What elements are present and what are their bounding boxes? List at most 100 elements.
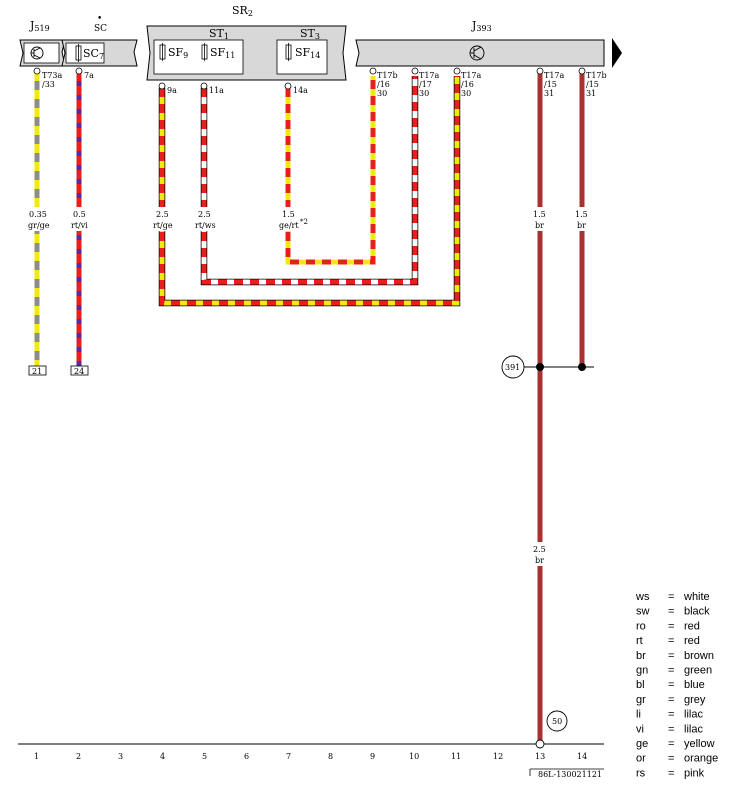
legend-abbr: rs xyxy=(636,767,646,779)
wire-label-color: br xyxy=(535,221,544,230)
component-j393: J393 xyxy=(355,19,622,68)
wire-label-size: 1.5 xyxy=(575,210,588,219)
fuse-icon xyxy=(75,44,82,62)
wire-label-color: ge/rt xyxy=(279,221,299,230)
track-number: 5 xyxy=(202,752,207,761)
component-sr2: SR2 ST1 SF9 SF11 ST3 SF14 xyxy=(146,4,347,81)
wire-note: *2 xyxy=(300,218,308,226)
st1-box xyxy=(153,39,244,75)
j519-label: J519 xyxy=(29,19,50,33)
legend-abbr: gr xyxy=(636,694,646,706)
sr2-label: SR2 xyxy=(232,4,253,18)
legend-abbr: or xyxy=(636,753,646,765)
st3-label: ST3 xyxy=(300,27,320,41)
transistor-icon xyxy=(469,45,485,61)
component-j519: J519 xyxy=(19,19,66,67)
ground-50: 50 xyxy=(546,710,568,732)
legend-name: red xyxy=(684,635,700,647)
fuse-icon xyxy=(285,43,292,61)
sc7-inner xyxy=(65,42,105,64)
component-sc: • SC SC7 xyxy=(61,14,138,67)
sf11-label: SF11 xyxy=(210,46,235,60)
track-numbers: 1 2 3 4 5 6 7 8 9 10 11 12 13 14 xyxy=(34,752,587,761)
ref-24-label: 24 xyxy=(74,367,84,376)
j393-label: J393 xyxy=(471,19,492,33)
node-391: 391 xyxy=(501,355,525,379)
pin-sc7: 7a xyxy=(84,71,94,80)
legend-name: lilac xyxy=(684,709,703,721)
legend-abbr: gn xyxy=(636,665,648,677)
track-number: 14 xyxy=(577,752,587,761)
legend-abbr: li xyxy=(636,709,641,721)
wire-label-color: rt/ge xyxy=(153,221,173,230)
track-number: 11 xyxy=(451,752,461,761)
ref-21-label: 21 xyxy=(32,367,42,376)
legend-abbr: vi xyxy=(636,723,644,735)
track-number: 10 xyxy=(409,752,419,761)
legend-name: grey xyxy=(684,694,706,706)
sf9-label: SF9 xyxy=(168,46,188,60)
pin-j519: T73a/33 xyxy=(42,71,63,89)
track-number: 12 xyxy=(493,752,503,761)
legend-eq: = xyxy=(668,620,674,632)
legend-name: green xyxy=(684,665,712,677)
transistor-icon xyxy=(30,46,44,60)
track-number: 6 xyxy=(244,752,249,761)
wire-label-size: 1.5 xyxy=(282,210,295,219)
fuse-icon xyxy=(201,43,208,61)
legend-name: black xyxy=(684,606,710,618)
legend-abbr: rt xyxy=(636,635,643,647)
legend-name: pink xyxy=(684,767,705,779)
track-number: 8 xyxy=(328,752,333,761)
legend-abbr: sw xyxy=(636,606,650,618)
wire-label-size: 2.5 xyxy=(533,545,546,554)
wire-label-color: br xyxy=(577,221,586,230)
legend-eq: = xyxy=(668,665,674,677)
sc-mark: • xyxy=(97,14,102,24)
j393-box xyxy=(355,39,605,67)
wire-rt-ge-loop xyxy=(158,76,461,307)
legend-abbr: bl xyxy=(636,679,645,691)
legend-name: yellow xyxy=(684,738,715,750)
pin-sf11: 11a xyxy=(209,86,224,95)
track-number: 2 xyxy=(76,752,81,761)
ground-50-label: 50 xyxy=(552,717,562,726)
wire-label-color: rt/ws xyxy=(195,221,216,230)
wire-label-color: gr/ge xyxy=(28,221,50,230)
track-number: 3 xyxy=(118,752,123,761)
legend-eq: = xyxy=(668,635,674,647)
wire-labels: 0.35 gr/ge 0.5 rt/vi 2.5 rt/ge 2.5 rt/ws… xyxy=(26,207,593,566)
legend-abbr: ro xyxy=(636,620,646,632)
ref-21: 21 xyxy=(28,365,47,376)
legend-eq: = xyxy=(668,723,674,735)
track-number: 9 xyxy=(370,752,375,761)
track-connector-13 xyxy=(535,739,545,749)
legend-name: white xyxy=(683,591,710,603)
legend-name: red xyxy=(684,620,700,632)
st3-box xyxy=(276,39,328,75)
legend-eq: = xyxy=(668,650,674,662)
diagram-code: 86L-130021121 xyxy=(538,770,602,779)
continuation-arrow-icon xyxy=(612,38,622,68)
legend-eq: = xyxy=(668,709,674,721)
node-391-label: 391 xyxy=(505,363,520,372)
wire-label-color: rt/vi xyxy=(71,221,88,230)
wire-label-size: 2.5 xyxy=(198,210,211,219)
sf14-label: SF14 xyxy=(295,46,320,60)
legend-abbr: ws xyxy=(635,591,650,603)
pin-sf14: 14a xyxy=(293,86,308,95)
wire-rt-ws-loop xyxy=(200,76,419,286)
node-391-junction-b xyxy=(578,363,586,371)
legend-abbr: br xyxy=(636,650,646,662)
legend-eq: = xyxy=(668,606,674,618)
sc7-label: SC7 xyxy=(83,47,104,61)
wire-label-size: 0.5 xyxy=(73,210,86,219)
wire-label-size: 2.5 xyxy=(156,210,169,219)
legend-eq: = xyxy=(668,679,674,691)
